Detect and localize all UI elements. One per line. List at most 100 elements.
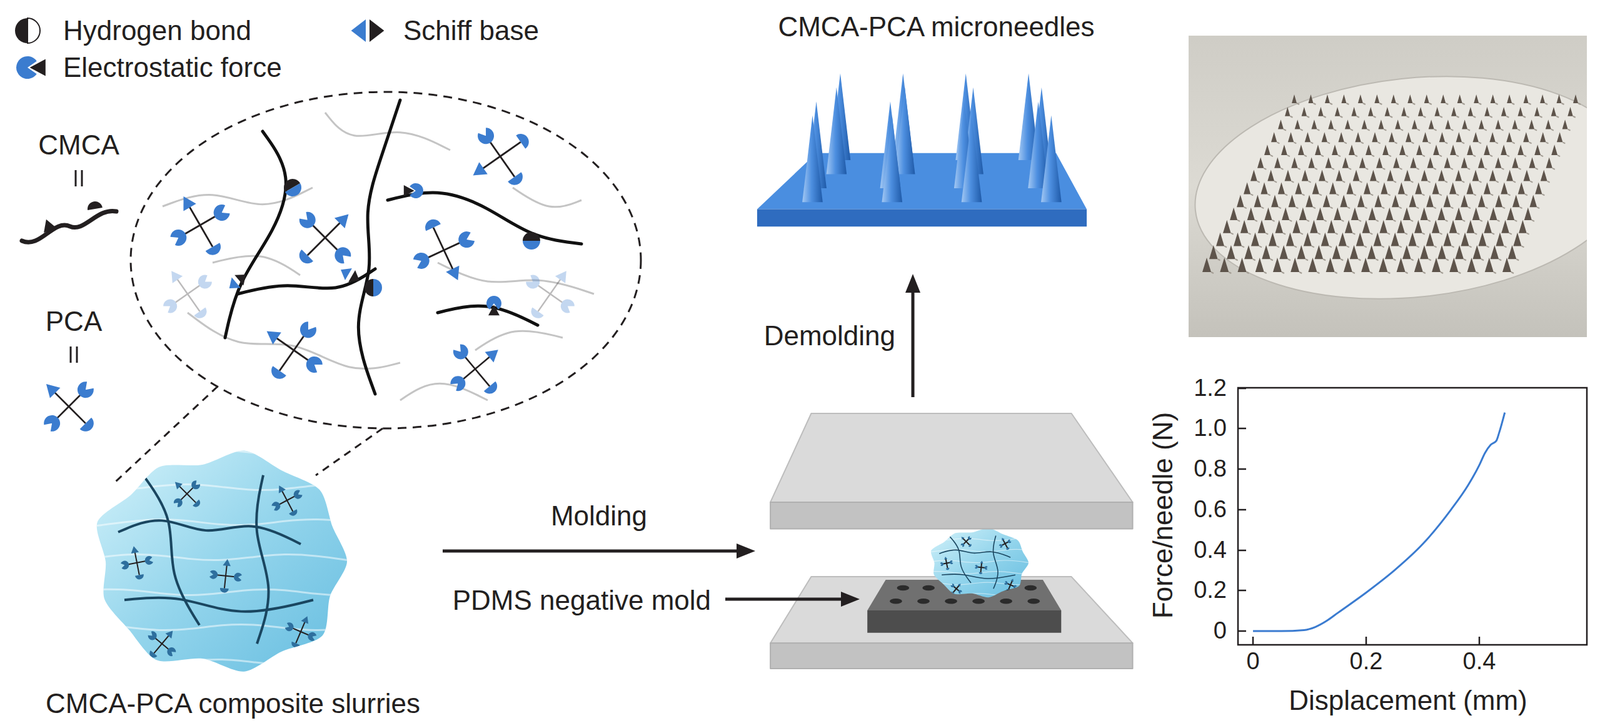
axis-tick	[1237, 468, 1247, 471]
photo	[1233, 232, 1242, 247]
photo	[1331, 168, 1335, 170]
pointer-arrow	[725, 597, 848, 601]
photo	[1458, 271, 1461, 274]
mold-cavity	[944, 598, 958, 604]
pac-symbol	[195, 272, 214, 291]
mold-cavity	[972, 598, 985, 604]
pac-symbol	[120, 559, 130, 570]
photo	[1356, 116, 1360, 118]
photo	[1486, 245, 1490, 247]
photo	[1434, 245, 1437, 247]
photo	[1467, 257, 1477, 272]
photo	[1346, 182, 1354, 195]
water-texture	[930, 571, 1029, 574]
photo	[1451, 106, 1457, 117]
photo	[1277, 119, 1284, 129]
photo	[1333, 129, 1337, 131]
molecule-arm	[200, 225, 213, 247]
photo	[1502, 257, 1512, 272]
photo	[1396, 103, 1399, 105]
photo	[1267, 169, 1275, 181]
photo	[1398, 182, 1405, 195]
photo	[1456, 116, 1460, 118]
cmca-chain	[358, 100, 401, 394]
photo	[1526, 233, 1530, 235]
pac-symbol	[331, 243, 354, 266]
photo	[1478, 232, 1487, 247]
hb-symbol	[285, 183, 305, 200]
tri-symbol	[1010, 577, 1015, 582]
photo	[1401, 106, 1407, 117]
photo	[1433, 206, 1437, 209]
schiff-symbol	[225, 268, 251, 294]
photo	[1511, 271, 1514, 274]
tri-symbol	[555, 266, 572, 283]
photo	[1529, 141, 1532, 144]
photo	[1272, 220, 1275, 222]
photo	[1288, 258, 1291, 261]
photo	[1283, 129, 1287, 131]
electro-symbol	[16, 56, 46, 79]
tri-symbol	[445, 265, 465, 284]
photo	[1331, 144, 1339, 156]
photo	[1420, 207, 1429, 221]
photo	[1247, 233, 1251, 235]
half-symbol	[147, 650, 157, 660]
pac-symbol	[1012, 584, 1018, 589]
molecule-arm	[433, 227, 444, 251]
water-texture	[96, 483, 348, 491]
tri-symbol	[485, 344, 503, 363]
photo	[1339, 195, 1348, 208]
photo	[1313, 103, 1316, 105]
photo	[1299, 271, 1302, 274]
photo	[1513, 181, 1516, 183]
cmca-chain	[124, 597, 314, 612]
hb-symbol	[27, 18, 41, 44]
photo	[1267, 193, 1271, 196]
pac-symbol	[270, 500, 282, 512]
photo	[1556, 94, 1562, 104]
photo	[1449, 182, 1457, 195]
photo	[1456, 233, 1460, 235]
photo	[1491, 233, 1495, 235]
molecule-arm	[153, 643, 162, 653]
pac-symbol	[974, 564, 979, 569]
photo	[1346, 103, 1349, 105]
cmca-chain	[939, 549, 1011, 558]
photo	[1301, 106, 1307, 117]
photo	[1497, 220, 1500, 222]
photo	[1314, 144, 1322, 156]
photo	[1498, 258, 1502, 261]
half-symbol	[945, 567, 950, 571]
photo	[1368, 207, 1377, 221]
tri-symbol	[41, 378, 61, 399]
photo	[1250, 193, 1253, 196]
photo	[1257, 220, 1267, 234]
photo	[1517, 129, 1520, 131]
zoom-line	[315, 428, 383, 476]
equals-sign	[70, 346, 72, 363]
photo	[1292, 220, 1301, 234]
photo	[1323, 116, 1327, 118]
photo	[1404, 169, 1412, 181]
photo	[1329, 206, 1333, 209]
photo	[1506, 131, 1512, 142]
needle-cone	[894, 87, 916, 175]
pac-symbol	[210, 201, 232, 224]
photo	[1439, 193, 1442, 196]
photo	[1472, 245, 1482, 259]
photo	[1467, 129, 1470, 131]
pac-symbol	[233, 572, 242, 582]
photo	[1387, 271, 1390, 274]
axis-tick-label: 0.2	[1193, 576, 1227, 604]
axis-tick-label: 1.0	[1193, 414, 1227, 443]
photo	[1243, 182, 1251, 195]
photo	[1437, 245, 1447, 259]
photo	[1518, 168, 1522, 170]
photo	[1334, 106, 1340, 117]
cmca-chain	[437, 305, 538, 326]
tri-symbol	[262, 325, 282, 345]
photo	[1376, 220, 1379, 222]
photo	[1405, 271, 1409, 274]
photo	[1516, 258, 1519, 261]
